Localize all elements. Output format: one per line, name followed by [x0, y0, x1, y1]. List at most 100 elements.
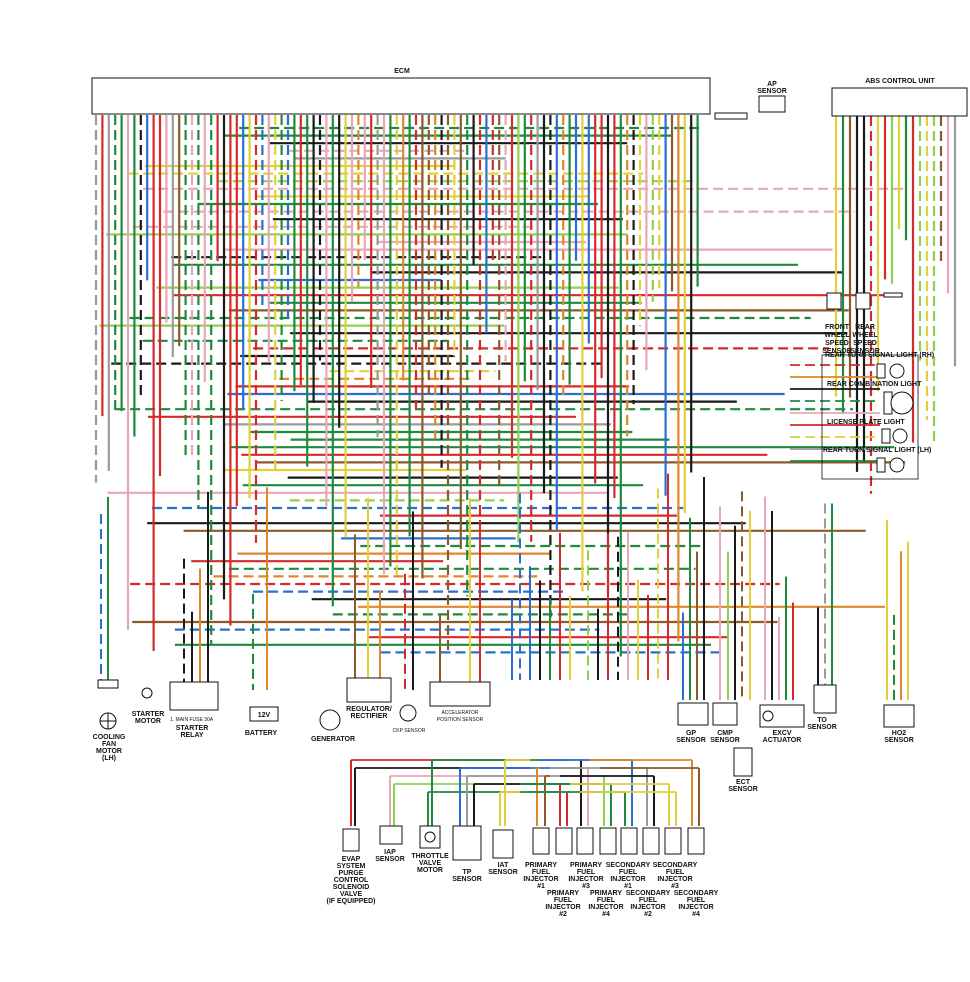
primary-fuel-injector-3: PRIMARY FUEL INJECTOR #3	[568, 862, 603, 890]
svg-text:FUEL: FUEL	[687, 897, 706, 904]
primary-fuel-injector-4: PRIMARY FUEL INJECTOR #4	[588, 890, 623, 918]
ap-sensor: AP SENSOR	[757, 81, 787, 113]
svg-text:SENSOR: SENSOR	[452, 876, 482, 883]
svg-text:SENSOR: SENSOR	[884, 737, 914, 744]
svg-text:INJECTOR: INJECTOR	[610, 876, 645, 883]
ecm-label: ECM	[394, 68, 410, 75]
cooling-fan-motor: COOLING FAN MOTOR (LH)	[93, 679, 126, 762]
svg-text:SENSOR: SENSOR	[822, 348, 852, 355]
svg-text:MOTOR: MOTOR	[135, 718, 161, 725]
ho2-sensor: HO2 SENSOR	[883, 704, 915, 744]
lighting-frame	[821, 354, 919, 480]
svg-text:ECT: ECT	[736, 779, 751, 786]
wire-layer	[94, 115, 957, 826]
svg-text:SENSOR: SENSOR	[676, 737, 706, 744]
svg-text:FAN: FAN	[102, 741, 116, 748]
svg-text:12V: 12V	[258, 712, 271, 719]
ap-sensor-label-1: AP	[767, 81, 777, 88]
svg-text:REAR TURN SIGNAL LIGHT (LH): REAR TURN SIGNAL LIGHT (LH)	[823, 447, 931, 454]
secondary-fuel-injector-2: SECONDARY FUEL INJECTOR #2	[626, 890, 671, 918]
accelerator-position-sensor: ACCELERATOR POSITION SENSOR	[429, 681, 491, 723]
abs-label: ABS CONTROL UNIT	[865, 78, 935, 85]
svg-text:SENSOR: SENSOR	[710, 737, 740, 744]
primary-fuel-injector-2: PRIMARY FUEL INJECTOR #2	[545, 890, 580, 918]
svg-text:INJECTOR: INJECTOR	[545, 904, 580, 911]
svg-text:CKP SENSOR: CKP SENSOR	[393, 728, 426, 734]
svg-text:SOLENOID: SOLENOID	[333, 884, 370, 891]
svg-text:COOLING: COOLING	[93, 734, 126, 741]
secondary-fuel-injector-3: SECONDARY FUEL INJECTOR #3	[653, 862, 698, 890]
svg-text:POSITION SENSOR: POSITION SENSOR	[437, 717, 484, 723]
regulator-rectifier: REGULATOR/ RECTIFIER	[346, 677, 392, 720]
iat-sensor: IAT SENSOR	[488, 829, 518, 876]
battery: 12V BATTERY	[245, 706, 279, 737]
svg-text:RELAY: RELAY	[180, 732, 203, 739]
license-plate-light: LICENSE PLATE LIGHT	[827, 419, 908, 444]
ckp-sensor: CKP SENSOR	[393, 704, 426, 734]
svg-text:SENSOR: SENSOR	[375, 856, 405, 863]
svg-text:SENSOR: SENSOR	[488, 869, 518, 876]
starter-motor: STARTER MOTOR	[132, 687, 165, 725]
svg-text:STARTER: STARTER	[176, 725, 209, 732]
svg-text:FUEL: FUEL	[577, 869, 596, 876]
svg-text:FRONT: FRONT	[825, 324, 850, 331]
svg-text:REAR: REAR	[855, 324, 875, 331]
injector-row	[532, 827, 705, 855]
svg-text:#2: #2	[559, 911, 567, 918]
svg-text:PRIMARY: PRIMARY	[547, 890, 579, 897]
svg-text:WHEEL: WHEEL	[852, 332, 878, 339]
svg-text:STARTER: STARTER	[132, 711, 165, 718]
rear-wheel-speed-sensor: REAR WHEEL SPEED SENSOR	[850, 292, 880, 355]
starter-relay: 1. MAIN FUSE 30A STARTER RELAY	[169, 681, 219, 739]
svg-text:BATTERY: BATTERY	[245, 730, 278, 737]
svg-text:(IF EQUIPPED): (IF EQUIPPED)	[326, 898, 375, 905]
svg-text:REGULATOR/: REGULATOR/	[346, 706, 392, 713]
svg-text:TP: TP	[463, 869, 472, 876]
svg-text:#4: #4	[602, 911, 610, 918]
svg-text:#1: #1	[624, 883, 632, 890]
svg-text:MOTOR: MOTOR	[96, 748, 122, 755]
rear-turn-signal-lh: REAR TURN SIGNAL LIGHT (LH)	[823, 447, 931, 473]
ap-sensor-label-2: SENSOR	[757, 88, 787, 95]
svg-text:FUEL: FUEL	[554, 897, 573, 904]
svg-text:1. MAIN FUSE 30A: 1. MAIN FUSE 30A	[170, 717, 214, 723]
svg-text:FUEL: FUEL	[597, 897, 616, 904]
svg-text:PRIMARY: PRIMARY	[570, 862, 602, 869]
svg-text:GP: GP	[686, 730, 696, 737]
svg-text:SPEED: SPEED	[853, 340, 877, 347]
rear-combination-light: REAR COMBINATION LIGHT	[827, 381, 922, 415]
svg-text:(LH): (LH)	[102, 755, 116, 762]
svg-text:INJECTOR: INJECTOR	[678, 904, 713, 911]
svg-text:#3: #3	[671, 883, 679, 890]
svg-text:INJECTOR: INJECTOR	[588, 904, 623, 911]
svg-text:WHEEL: WHEEL	[824, 332, 850, 339]
svg-text:SENSOR: SENSOR	[850, 348, 880, 355]
svg-text:HO2: HO2	[892, 730, 907, 737]
svg-text:FUEL: FUEL	[619, 869, 638, 876]
to-sensor: TO SENSOR	[807, 684, 837, 731]
svg-text:CMP: CMP	[717, 730, 733, 737]
svg-text:FUEL: FUEL	[666, 869, 685, 876]
ecm-side-connector	[714, 112, 748, 120]
secondary-fuel-injector-1: SECONDARY FUEL INJECTOR #1	[606, 862, 651, 890]
svg-text:SPEED: SPEED	[825, 340, 849, 347]
svg-text:THROTTLE: THROTTLE	[411, 853, 449, 860]
svg-text:SECONDARY: SECONDARY	[653, 862, 698, 869]
iap-sensor: IAP SENSOR	[375, 825, 405, 863]
svg-text:IAP: IAP	[384, 849, 396, 856]
svg-text:REAR TURN SIGNAL LIGHT (RH): REAR TURN SIGNAL LIGHT (RH)	[825, 352, 934, 359]
svg-text:ACCELERATOR: ACCELERATOR	[441, 710, 478, 716]
svg-text:VALVE: VALVE	[419, 860, 442, 867]
evap-solenoid-valve: EVAP SYSTEM PURGE CONTROL SOLENOID VALVE…	[326, 828, 376, 905]
svg-text:EXCV: EXCV	[772, 730, 791, 737]
cmp-sensor: CMP SENSOR	[710, 702, 740, 744]
svg-text:#1: #1	[537, 883, 545, 890]
ground-connector	[883, 292, 903, 298]
abs-control-unit: ABS CONTROL UNIT	[831, 78, 968, 117]
generator: GENERATOR	[311, 709, 355, 743]
svg-text:ACTUATOR: ACTUATOR	[763, 737, 802, 744]
svg-text:FUEL: FUEL	[532, 869, 551, 876]
svg-text:#4: #4	[692, 911, 700, 918]
svg-text:SENSOR: SENSOR	[728, 786, 758, 793]
